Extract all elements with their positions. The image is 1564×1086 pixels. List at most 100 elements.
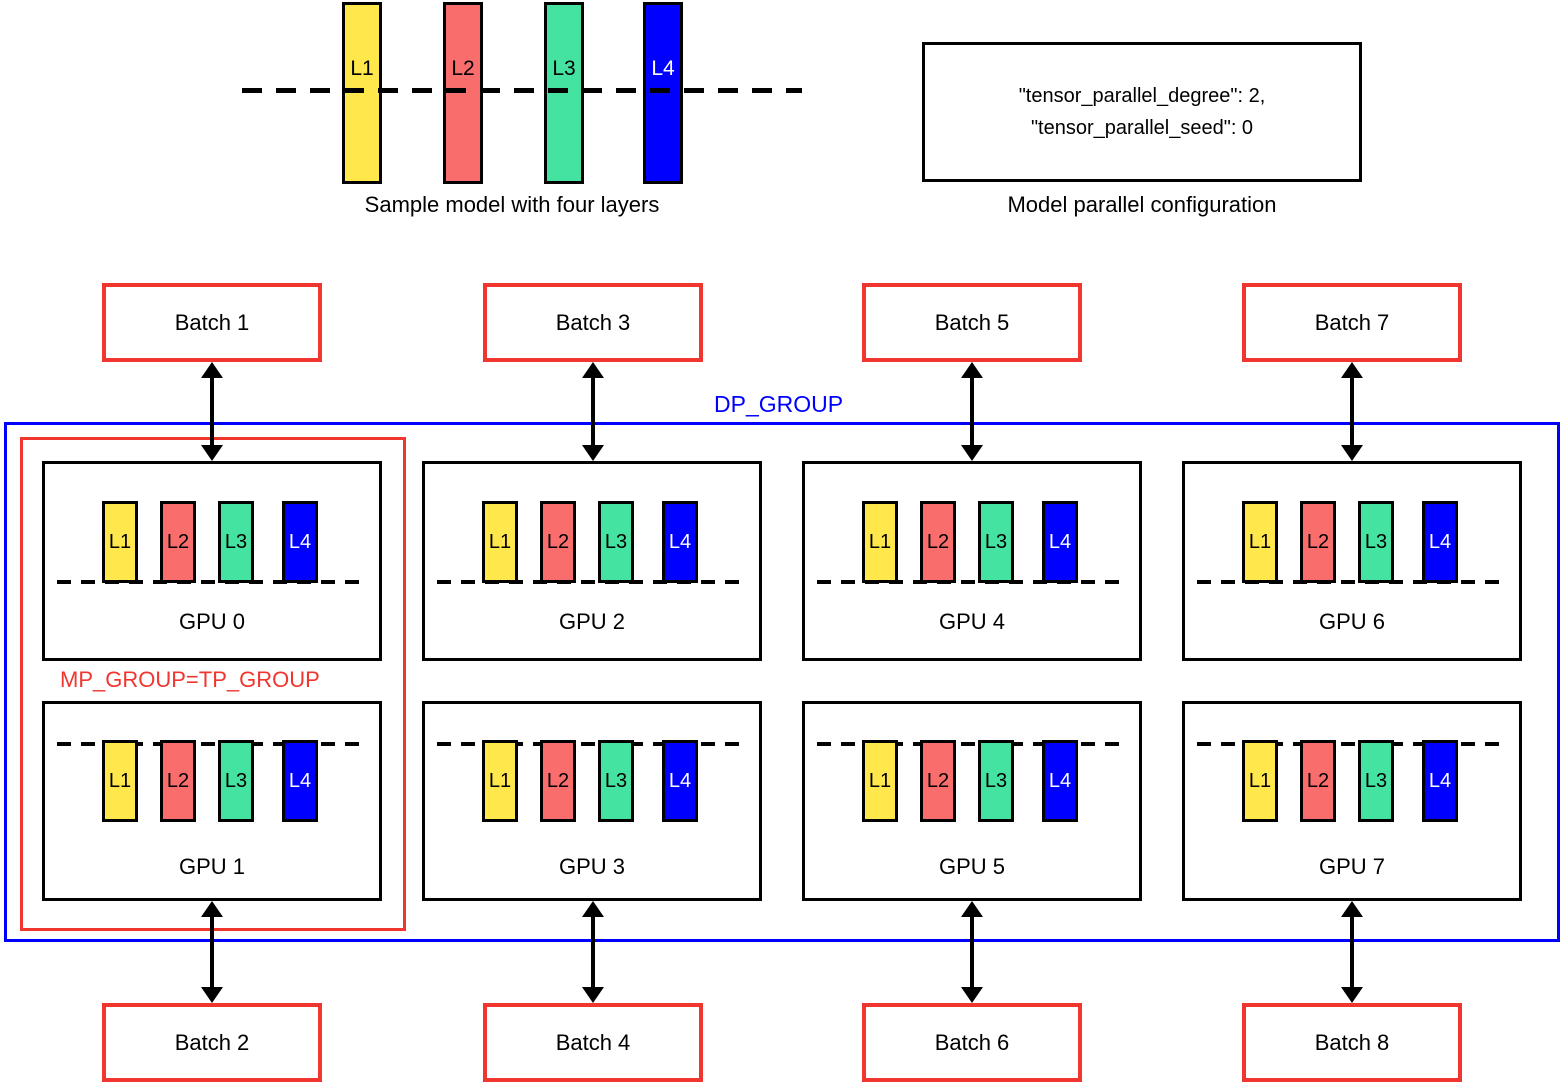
layer-label: L3	[984, 530, 1008, 553]
arrow-head-down	[1341, 445, 1363, 461]
arrow-head-up	[1341, 362, 1363, 378]
partition-dashed-line	[1197, 742, 1507, 746]
batch-label: Batch 6	[934, 1029, 1010, 1055]
layer-label: L4	[1428, 769, 1452, 792]
gpu-label: GPU 5	[938, 854, 1006, 879]
layer-label: L3	[224, 769, 248, 792]
layer-bar-l2: L2	[160, 740, 196, 822]
layer-bar-l4: L4	[1422, 740, 1458, 822]
layer-label: L2	[1306, 530, 1330, 553]
layer-label: L2	[546, 769, 570, 792]
batch-box-3: Batch 3	[483, 283, 703, 362]
layer-bar-l1: L1	[102, 501, 138, 583]
layer-bar-l3: L3	[1358, 740, 1394, 822]
layer-bar-l3: L3	[218, 740, 254, 822]
layer-bar-l3: L3	[978, 501, 1014, 583]
batch-label: Batch 3	[555, 309, 631, 335]
layer-bar-l2: L2	[160, 501, 196, 583]
arrow-head-down	[1341, 987, 1363, 1003]
arrow-shaft	[970, 908, 974, 996]
arrow-head-down	[961, 987, 983, 1003]
layer-label: L3	[1364, 530, 1388, 553]
partition-dashed-line	[817, 742, 1127, 746]
layer-bar-l4: L4	[282, 501, 318, 583]
config-box: "tensor_parallel_degree": 2, "tensor_par…	[922, 42, 1362, 182]
layer-label: L1	[108, 530, 132, 553]
partition-dashed-line	[437, 742, 747, 746]
batch-label: Batch 2	[174, 1029, 250, 1055]
layer-label: L4	[1048, 769, 1072, 792]
layer-bar-l1: L1	[862, 740, 898, 822]
arrow-shaft	[970, 369, 974, 454]
layer-label: L4	[1428, 530, 1452, 553]
layer-bar-l1: L1	[862, 501, 898, 583]
gpu-label: GPU 1	[178, 854, 246, 879]
layer-label: L2	[166, 769, 190, 792]
layer-label: L1	[1248, 769, 1272, 792]
layer-bar-l4: L4	[282, 740, 318, 822]
arrow-head-up	[961, 362, 983, 378]
layer-label: L2	[546, 530, 570, 553]
layer-bar-l4: L4	[1042, 501, 1078, 583]
layer-label: L2	[926, 769, 950, 792]
layer-label: L1	[488, 530, 512, 553]
batch-label: Batch 7	[1314, 309, 1390, 335]
dp-group-label: DP_GROUP	[712, 391, 846, 418]
layer-bar-l1: L1	[1242, 740, 1278, 822]
batch-box-4: Batch 4	[483, 1003, 703, 1082]
gpu-box-0: L1 L2 L3 L4 GPU 0	[42, 461, 382, 661]
layer-label: L4	[651, 57, 675, 80]
gpu-label: GPU 0	[178, 609, 246, 634]
layer-label: L4	[288, 769, 312, 792]
layer-label: L2	[1306, 769, 1330, 792]
batch-box-7: Batch 7	[1242, 283, 1462, 362]
layer-label: L4	[288, 530, 312, 553]
gpu-box-5: L1 L2 L3 L4 GPU 5	[802, 701, 1142, 901]
arrow-head-up	[582, 901, 604, 917]
batch-box-2: Batch 2	[102, 1003, 322, 1082]
layer-bar-l1: L1	[102, 740, 138, 822]
partition-dashed-line	[1197, 580, 1507, 584]
gpu-box-2: L1 L2 L3 L4 GPU 2	[422, 461, 762, 661]
layer-bar-l2: L2	[1300, 501, 1336, 583]
legend-split-dashed-line	[242, 88, 802, 93]
config-line-2: "tensor_parallel_seed": 0	[1030, 116, 1254, 139]
arrow-head-up	[201, 362, 223, 378]
arrow-head-down	[582, 987, 604, 1003]
batch-label: Batch 4	[555, 1029, 631, 1055]
legend-caption: Sample model with four layers	[364, 192, 660, 217]
gpu-box-4: L1 L2 L3 L4 GPU 4	[802, 461, 1142, 661]
layer-bar-l3: L3	[598, 501, 634, 583]
arrow-head-down	[582, 445, 604, 461]
legend-layer-bar-l3: L3	[544, 2, 584, 184]
layer-bar-l2: L2	[920, 501, 956, 583]
arrow-head-down	[961, 445, 983, 461]
gpu-label: GPU 4	[938, 609, 1006, 634]
gpu-label: GPU 7	[1318, 854, 1386, 879]
layer-bar-l2: L2	[540, 501, 576, 583]
layer-label: L1	[488, 769, 512, 792]
layer-bar-l4: L4	[1042, 740, 1078, 822]
layer-bar-l4: L4	[1422, 501, 1458, 583]
gpu-box-6: L1 L2 L3 L4 GPU 6	[1182, 461, 1522, 661]
layer-label: L4	[1048, 530, 1072, 553]
batch-label: Batch 5	[934, 309, 1010, 335]
layer-bar-l1: L1	[482, 740, 518, 822]
layer-label: L1	[108, 769, 132, 792]
layer-label: L3	[984, 769, 1008, 792]
batch-box-5: Batch 5	[862, 283, 1082, 362]
mp-group-label: MP_GROUP=TP_GROUP	[58, 667, 322, 693]
layer-label: L2	[926, 530, 950, 553]
layer-label: L1	[868, 769, 892, 792]
layer-bar-l3: L3	[598, 740, 634, 822]
arrow-shaft	[591, 908, 595, 996]
layer-bar-l2: L2	[1300, 740, 1336, 822]
gpu-label: GPU 6	[1318, 609, 1386, 634]
layer-label: L1	[868, 530, 892, 553]
layer-label: L4	[668, 769, 692, 792]
layer-bar-l3: L3	[1358, 501, 1394, 583]
layer-label: L3	[604, 530, 628, 553]
layer-label: L3	[1364, 769, 1388, 792]
layer-bar-l2: L2	[540, 740, 576, 822]
